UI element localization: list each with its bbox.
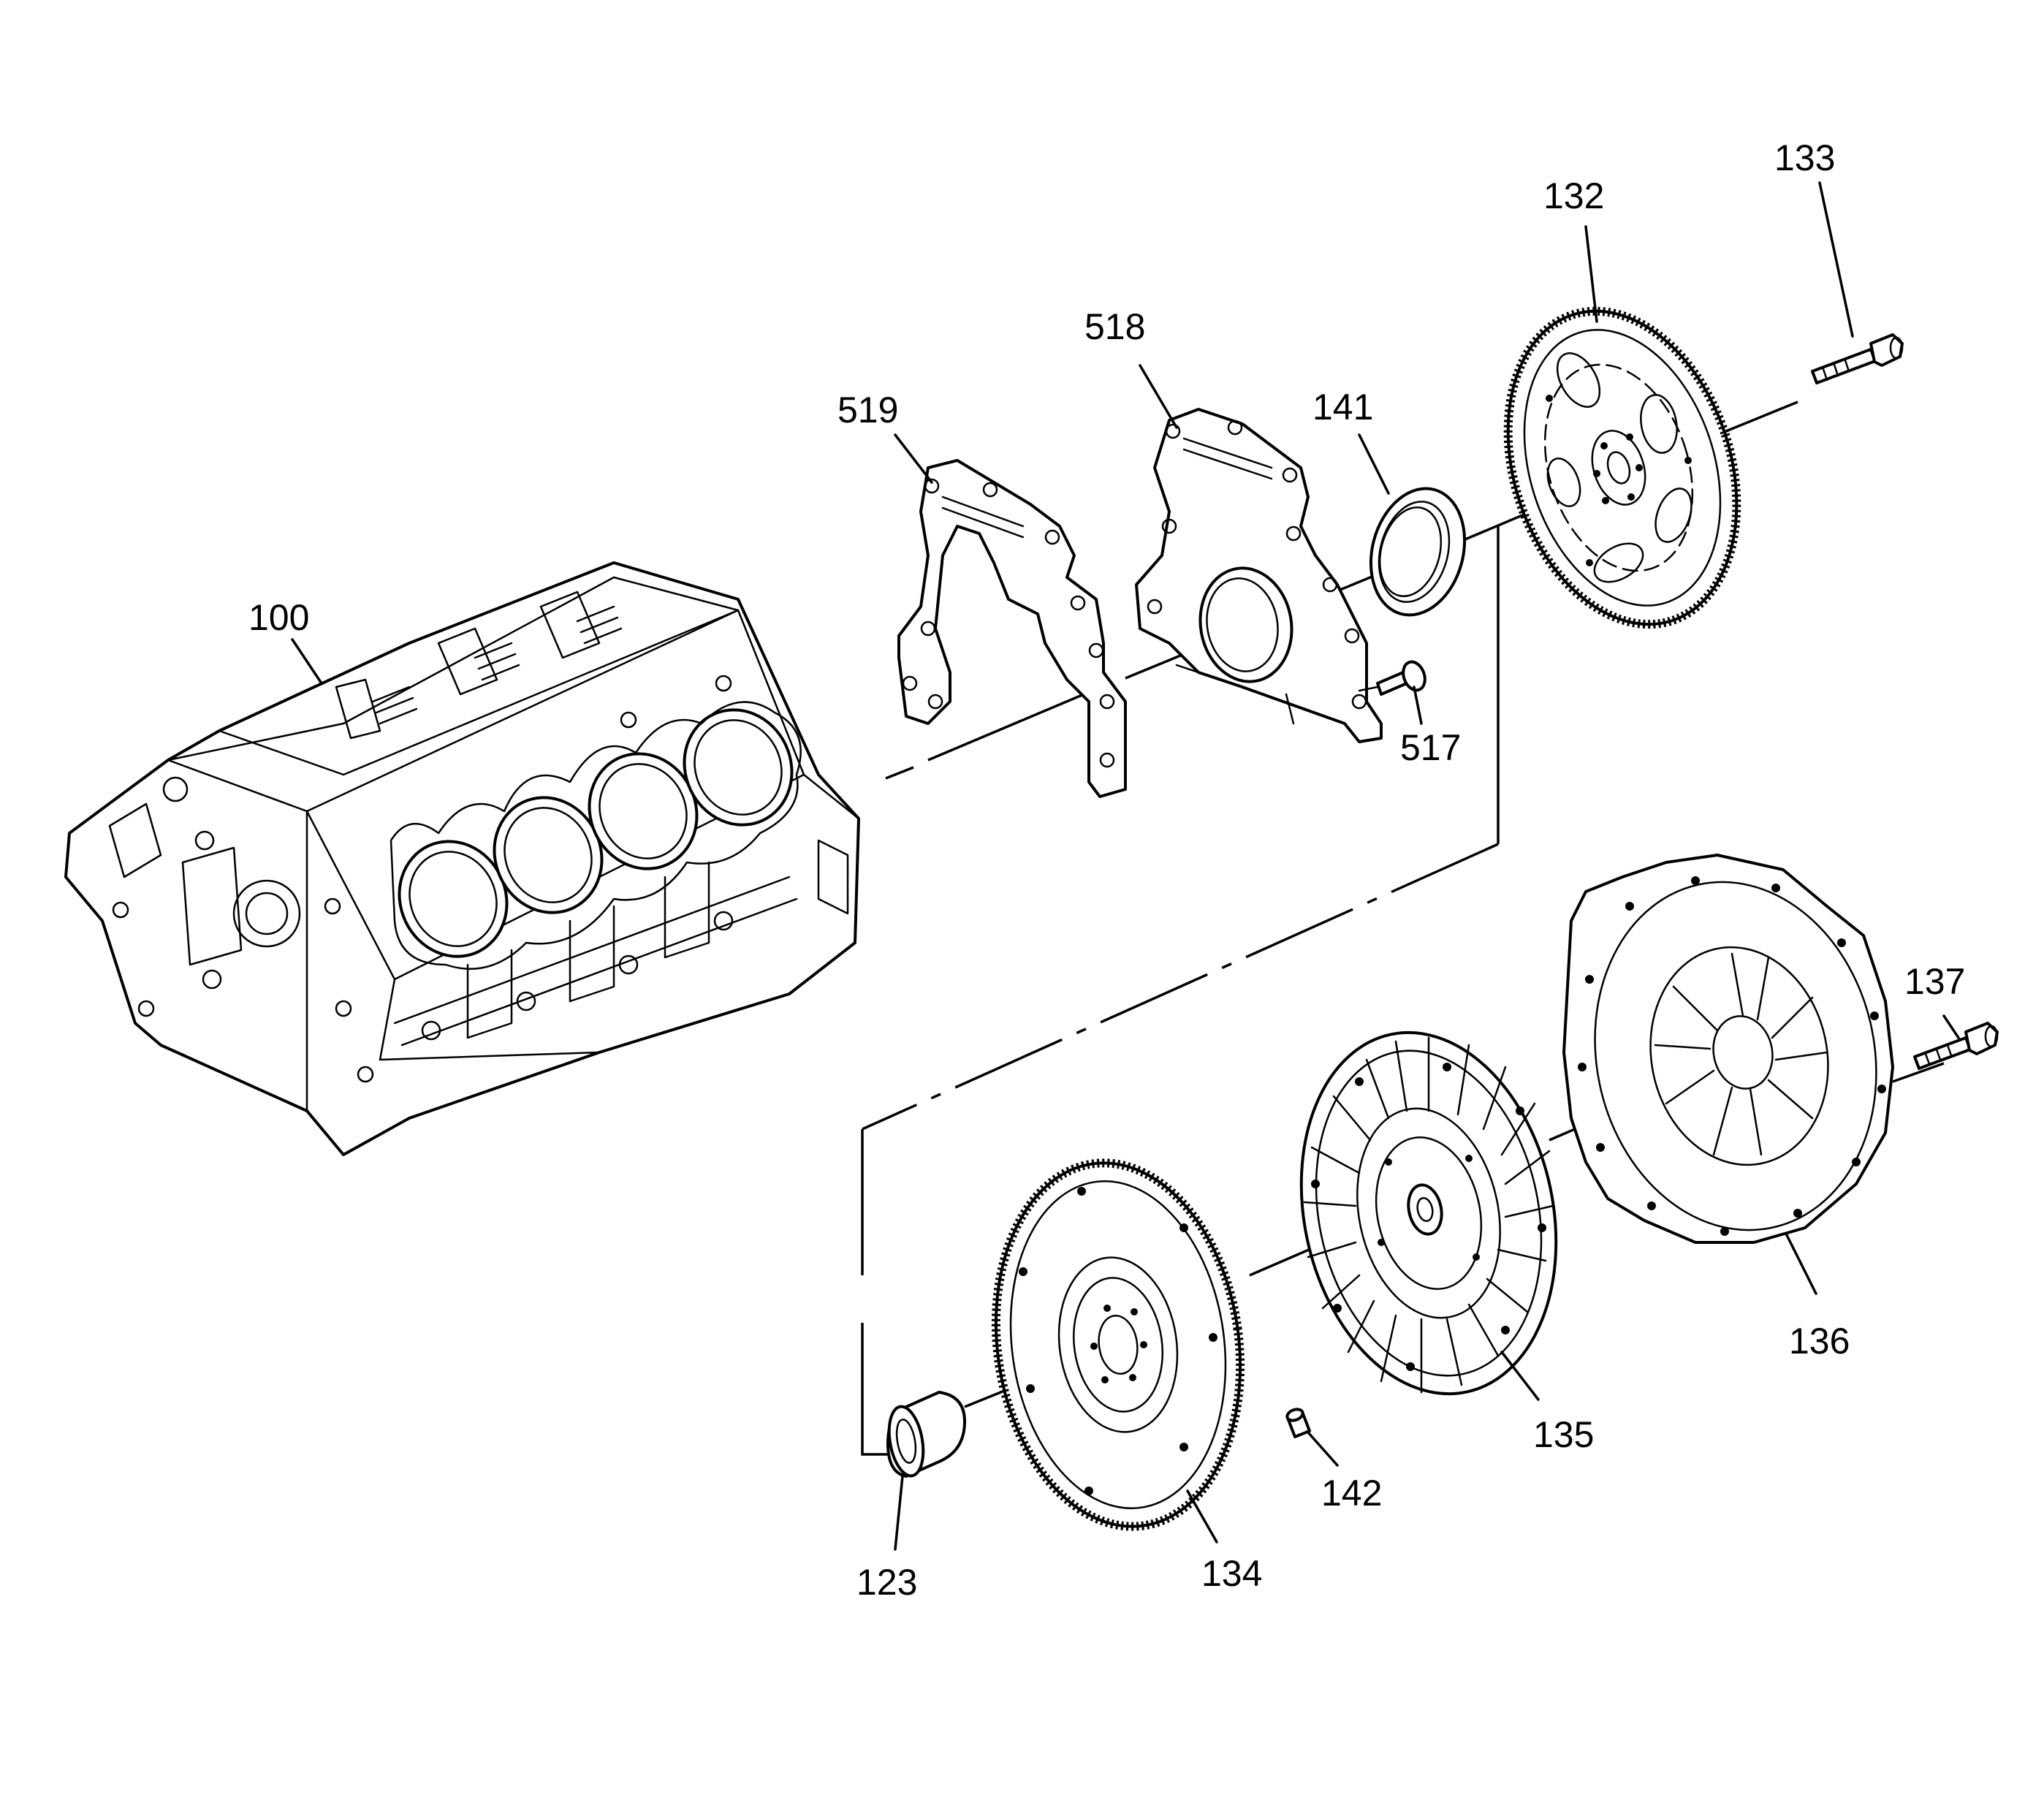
callout-123: 123: [856, 1562, 917, 1603]
part-133-flexplate-bolt: [1811, 333, 1904, 384]
callout-142: 142: [1321, 1473, 1382, 1514]
part-142-dowel-pin: [1285, 1408, 1311, 1438]
part-123-pilot-bearing: [886, 1391, 966, 1478]
part-137-pressure-plate-bolt: [1913, 1022, 1999, 1070]
part-519-rear-cover-gasket: [897, 459, 1127, 798]
part-134-flywheel: [991, 1158, 1245, 1531]
callout-517: 517: [1400, 727, 1461, 768]
callout-518: 518: [1084, 306, 1145, 347]
callout-labels: 100 519 518 141 132 133 517 137 136 135 …: [248, 137, 1965, 1603]
part-132-flexplate: [1503, 306, 1741, 629]
callout-134: 134: [1201, 1553, 1262, 1594]
cylinder-bores: [398, 708, 794, 958]
part-518-rear-cover: [1135, 408, 1383, 743]
callout-136: 136: [1789, 1321, 1850, 1362]
part-141-crankshaft-rear-seal: [1369, 487, 1467, 617]
leader-lines: [291, 181, 1960, 1551]
part-136-clutch-pressure-plate: [1562, 854, 1894, 1244]
engine-block: [64, 561, 860, 1156]
callout-133: 133: [1774, 137, 1835, 178]
part-135-clutch-disc: [1299, 1030, 1558, 1396]
callout-519: 519: [837, 390, 898, 430]
callout-100: 100: [248, 597, 309, 638]
callout-135: 135: [1533, 1414, 1594, 1455]
callout-137: 137: [1904, 961, 1965, 1002]
callout-141: 141: [1312, 387, 1373, 428]
part-517-bolt: [1358, 660, 1426, 696]
callout-132: 132: [1543, 175, 1604, 216]
